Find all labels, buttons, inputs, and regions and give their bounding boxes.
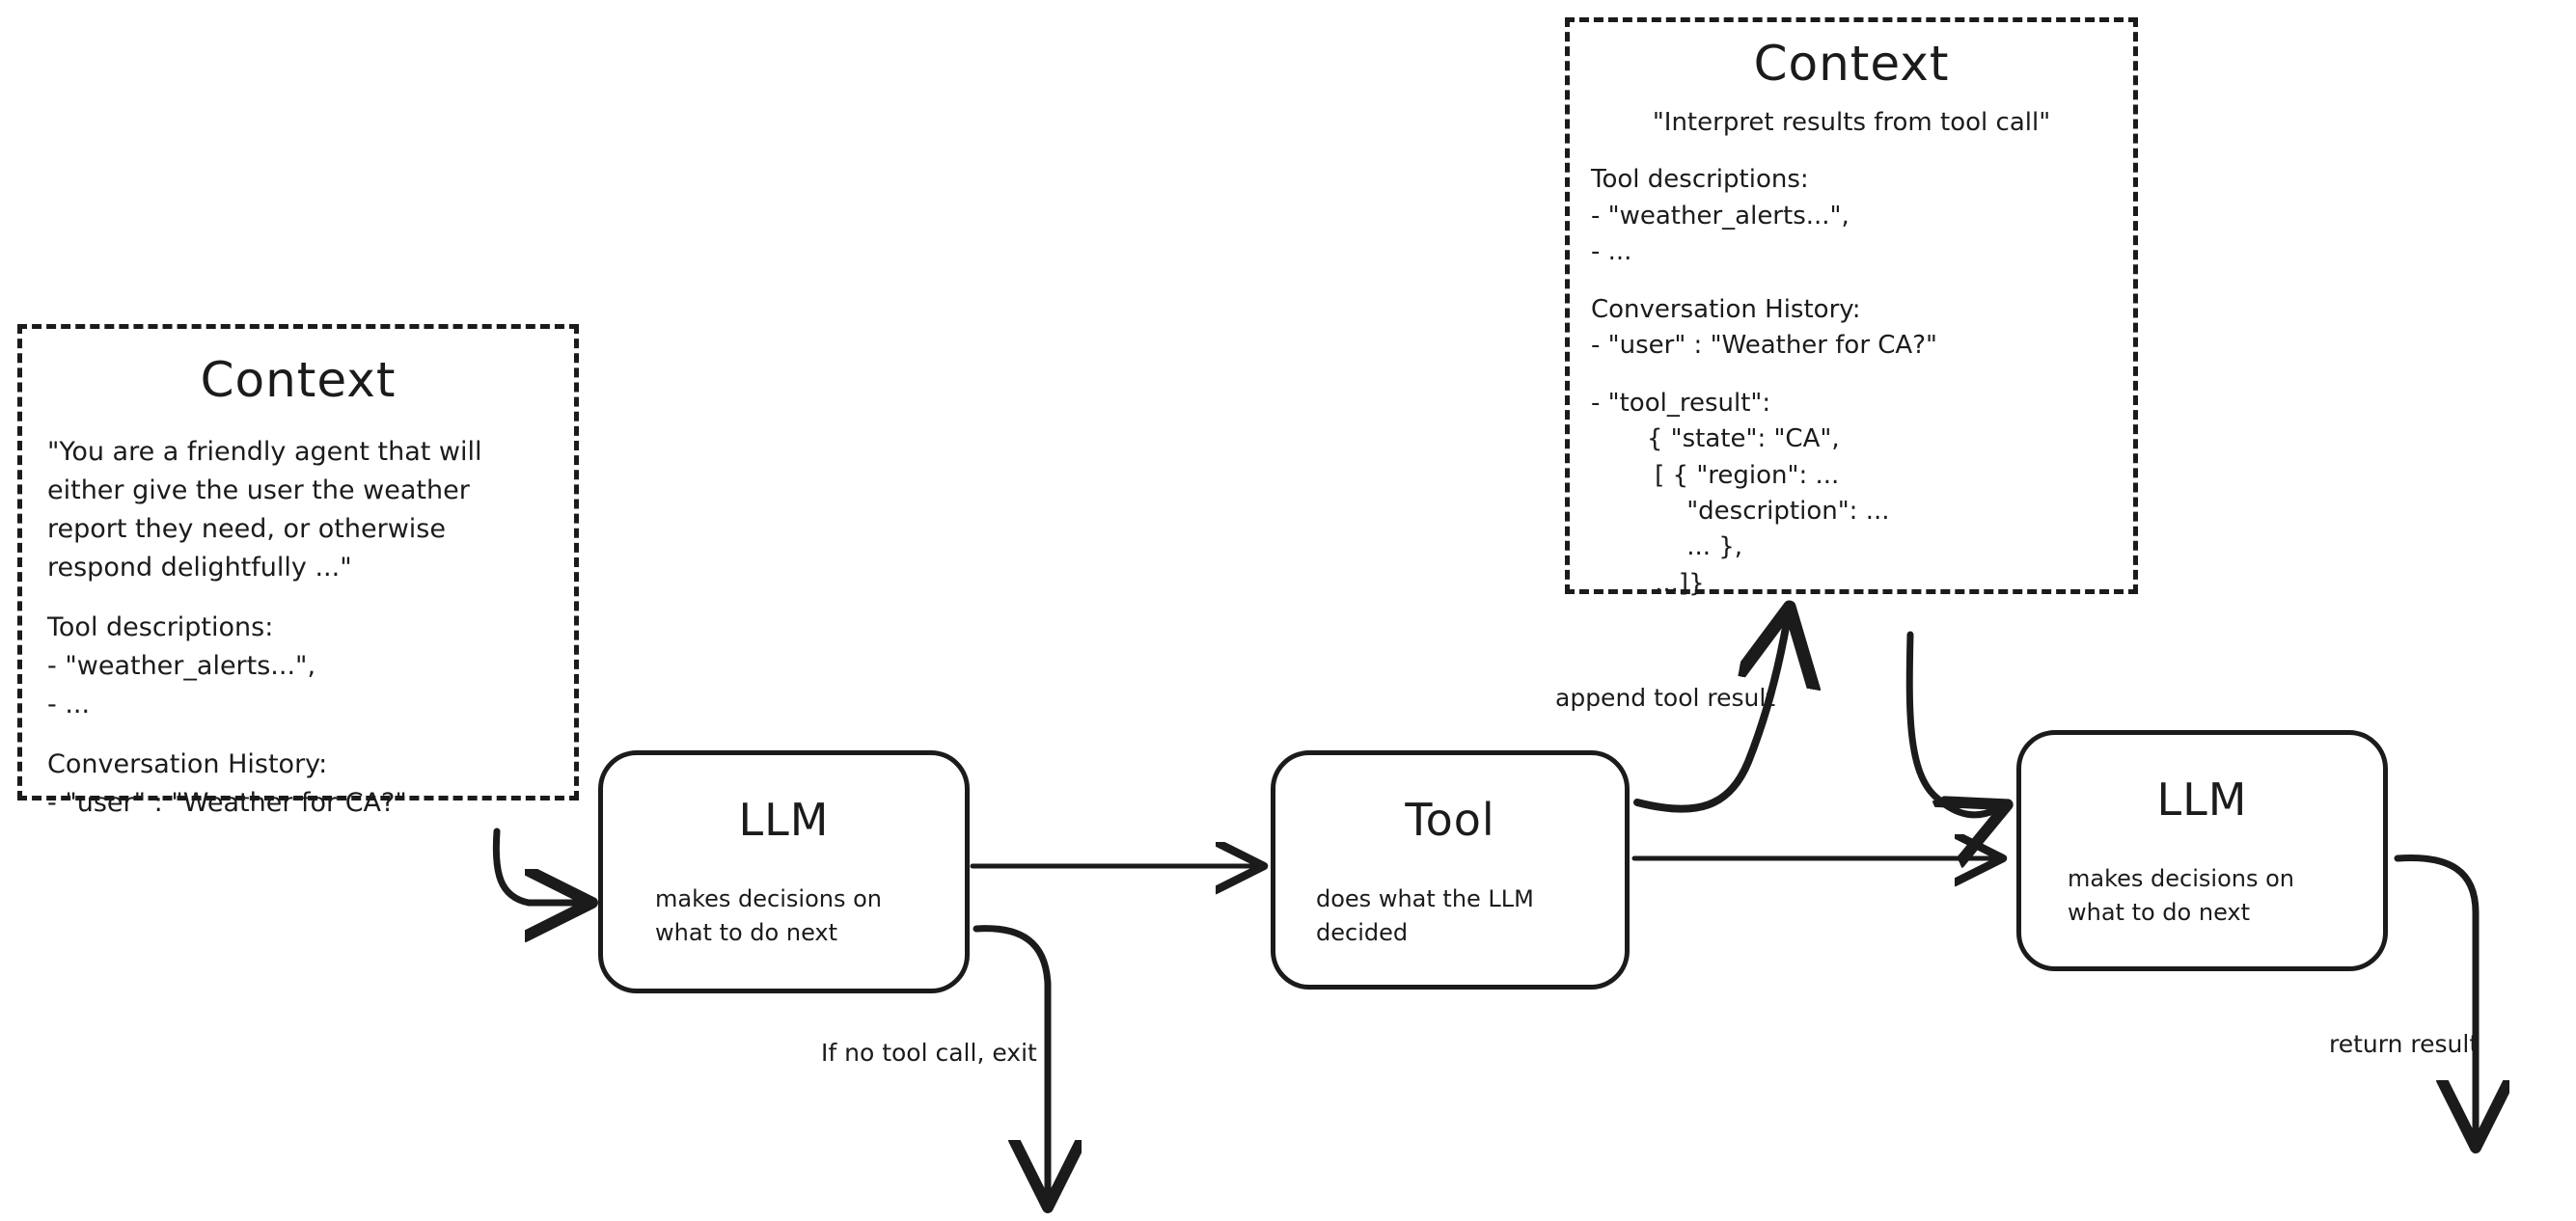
context-right-tool-descriptions: Tool descriptions: - "weather_alerts..."… bbox=[1591, 165, 1850, 267]
edge-label-return-result: return result bbox=[2329, 1030, 2480, 1058]
node-llm-first-title: LLM bbox=[738, 794, 830, 846]
node-llm-second-title: LLM bbox=[2156, 773, 2248, 826]
node-llm-second-subtitle: makes decisions on what to do next bbox=[2068, 865, 2294, 926]
node-llm-first[interactable]: LLM makes decisions on what to do next bbox=[598, 750, 970, 993]
context-right-conversation-history: Conversation History: - "user" : "Weathe… bbox=[1591, 294, 1937, 361]
node-llm-first-subtitle: makes decisions on what to do next bbox=[655, 885, 882, 946]
context-left-title: Context bbox=[200, 352, 397, 408]
node-tool[interactable]: Tool does what the LLM decided bbox=[1271, 750, 1630, 990]
context-box-left: Context "You are a friendly agent that w… bbox=[17, 324, 579, 818]
context-right-instruction: "Interpret results from tool call" bbox=[1652, 108, 2051, 137]
edge-context-left-to-llm1 bbox=[492, 828, 579, 903]
context-box-right: Context "Interpret results from tool cal… bbox=[1565, 17, 2138, 598]
context-left-conversation-history: Conversation History: - "user" : "Weathe… bbox=[47, 748, 407, 818]
edge-tool-to-context-right bbox=[1633, 622, 1787, 813]
node-tool-title: Tool bbox=[1405, 794, 1495, 846]
context-left-tool-descriptions: Tool descriptions: - "weather_alerts..."… bbox=[47, 611, 316, 719]
edge-llm2-return-result bbox=[2394, 854, 2476, 1134]
context-left-system-prompt: "You are a friendly agent that will eith… bbox=[47, 437, 482, 583]
node-llm-second[interactable]: LLM makes decisions on what to do next bbox=[2016, 730, 2388, 971]
context-right-title: Context bbox=[1753, 36, 1950, 92]
edge-label-if-no-tool-call-exit: If no tool call, exit bbox=[821, 1039, 1037, 1067]
edge-context-right-to-llm2 bbox=[1905, 631, 1995, 815]
context-right-tool-result: - "tool_result": { "state": "CA", [ { "r… bbox=[1591, 388, 1890, 598]
node-tool-subtitle: does what the LLM decided bbox=[1316, 885, 1534, 946]
edge-label-append-tool-result: append tool result bbox=[1555, 684, 1776, 712]
